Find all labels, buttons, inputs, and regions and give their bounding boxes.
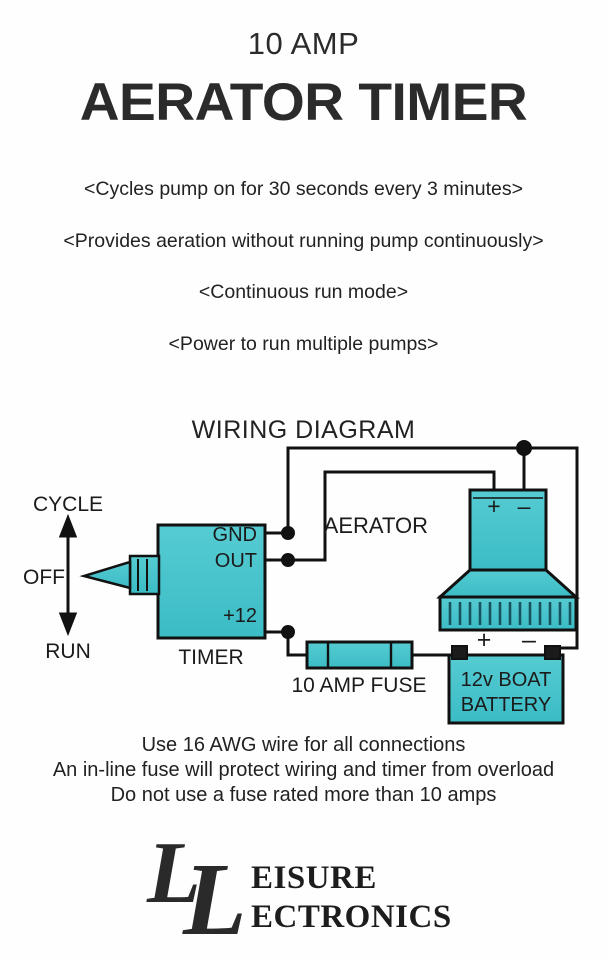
inline-fuse: 10 AMP FUSE	[291, 640, 427, 697]
switch-label-cycle: CYCLE	[33, 493, 103, 516]
schematic-svg: GND OUT +12 TIMER C	[23, 440, 580, 725]
wire-plus12-to-fuse	[286, 630, 309, 657]
battery-body	[447, 653, 565, 725]
battery-negative-post	[544, 645, 561, 660]
battery-label-line2: BATTERY	[461, 694, 551, 716]
amp-rating-text: 10 AMP	[247, 26, 360, 61]
feature-item: <Provides aeration without running pump …	[63, 229, 544, 252]
wiring-diagram: WIRING DIAGRAM	[0, 410, 607, 730]
timer-body	[156, 523, 267, 640]
battery-plus-label: +	[477, 626, 492, 654]
switch-positions: CYCLE OFF RUN	[23, 493, 103, 663]
instruction-item: An in-line fuse will protect wiring and …	[52, 759, 555, 781]
aerator-screen-slots	[448, 602, 572, 625]
feature-item: <Cycles pump on for 30 seconds every 3 m…	[84, 178, 523, 200]
feature-item: <Power to run multiple pumps>	[168, 332, 439, 355]
diagram-title: WIRING DIAGRAM	[191, 416, 416, 444]
battery-label-line1: 12v BOAT	[461, 669, 552, 691]
brand-logo: L L EISURE ECTRONICS	[0, 830, 607, 945]
fuse-label: 10 AMP FUSE	[291, 674, 426, 697]
aerator-pump: + –	[324, 488, 580, 632]
aerator-motor-body	[468, 488, 548, 572]
timer-terminal-out: OUT	[215, 550, 257, 572]
battery-positive-post	[451, 645, 468, 660]
logo-mark-l1: L	[146, 830, 201, 922]
instruction-list: Use 16 AWG wire for all connections An i…	[0, 733, 607, 808]
switch-collar	[128, 554, 161, 596]
junction-dot-out	[281, 553, 295, 567]
instruction-item: Use 16 AWG wire for all connections	[141, 734, 466, 756]
page-title: AERATOR TIMER	[79, 73, 528, 132]
logo-word-leisure: EISURE	[251, 860, 377, 896]
logo-mark-l2: L	[182, 842, 247, 942]
battery-minus-label: –	[522, 626, 536, 654]
feature-item: <Continuous run mode>	[198, 281, 409, 303]
logo-svg: L L EISURE ECTRONICS	[146, 830, 452, 942]
timer-caption: TIMER	[178, 646, 243, 669]
junction-dot-top-rail	[516, 440, 532, 456]
aerator-intake-screen	[438, 595, 578, 632]
logo-word-electronics: ECTRONICS	[251, 899, 452, 935]
switch-label-run: RUN	[45, 640, 91, 663]
aerator-minus-label: –	[518, 493, 531, 519]
switch-lever[interactable]	[79, 560, 132, 590]
wire-gnd-to-battery-negative	[286, 446, 526, 535]
aerator-skirt	[436, 568, 580, 599]
battery: + – 12v BOAT BATTERY	[447, 626, 565, 725]
instruction-item: Do not use a fuse rated more than 10 amp…	[110, 784, 497, 806]
junction-dot-gnd	[281, 526, 295, 540]
timer-terminal-gnd: GND	[213, 524, 257, 546]
junction-dot-plus12	[281, 625, 295, 639]
switch-label-off: OFF	[23, 566, 65, 589]
aerator-plus-label: +	[487, 493, 500, 519]
toggle-switch[interactable]	[79, 554, 161, 596]
feature-list: <Cycles pump on for 30 seconds every 3 m…	[0, 172, 607, 354]
junction-dots	[281, 440, 532, 639]
aerator-label: AERATOR	[324, 513, 428, 538]
timer-terminal-plus12: +12	[223, 605, 257, 627]
switch-arrow-up	[58, 513, 78, 538]
fuse-body	[305, 640, 414, 670]
timer-module: GND OUT +12 TIMER	[156, 523, 267, 669]
switch-arrow-down	[58, 612, 78, 637]
